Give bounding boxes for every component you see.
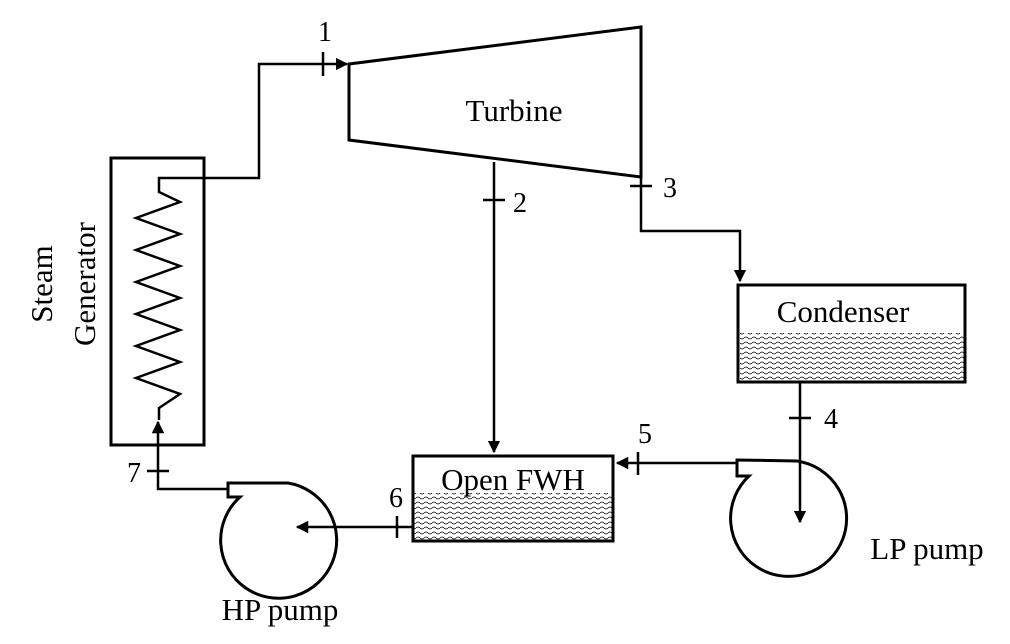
condenser-label: Condenser <box>777 294 910 329</box>
steam-generator-box <box>109 156 206 447</box>
pipe-sg-to-turbine <box>168 57 349 180</box>
lp-pump <box>729 458 849 578</box>
state-7-label: 7 <box>127 458 141 489</box>
pipe-turbine-to-condenser <box>639 177 747 283</box>
steam-generator-label-line2: Generator <box>67 221 102 346</box>
pipe-hp-pump-to-sg <box>151 420 228 491</box>
open-fwh-label: Open FWH <box>441 462 585 497</box>
lp-pump-label: LP pump <box>870 531 983 566</box>
state-3-label: 3 <box>663 173 677 204</box>
hp-pump-label: HP pump <box>222 592 339 627</box>
turbine-label: Turbine <box>465 93 562 128</box>
steam-generator-label-line1: Steam <box>24 245 59 323</box>
state-1-label: 1 <box>318 17 332 48</box>
condenser-water <box>740 333 964 381</box>
condenser-box <box>736 283 967 384</box>
steam-generator-coil <box>132 176 184 420</box>
state-6-label: 6 <box>389 483 403 514</box>
hp-pump <box>219 481 339 600</box>
open-fwh-box <box>411 454 615 543</box>
state-ticks <box>147 52 811 538</box>
state-2-label: 2 <box>513 188 527 219</box>
open-fwh-water <box>414 493 612 540</box>
state-4-label: 4 <box>824 404 838 435</box>
state-5-label: 5 <box>638 419 652 450</box>
